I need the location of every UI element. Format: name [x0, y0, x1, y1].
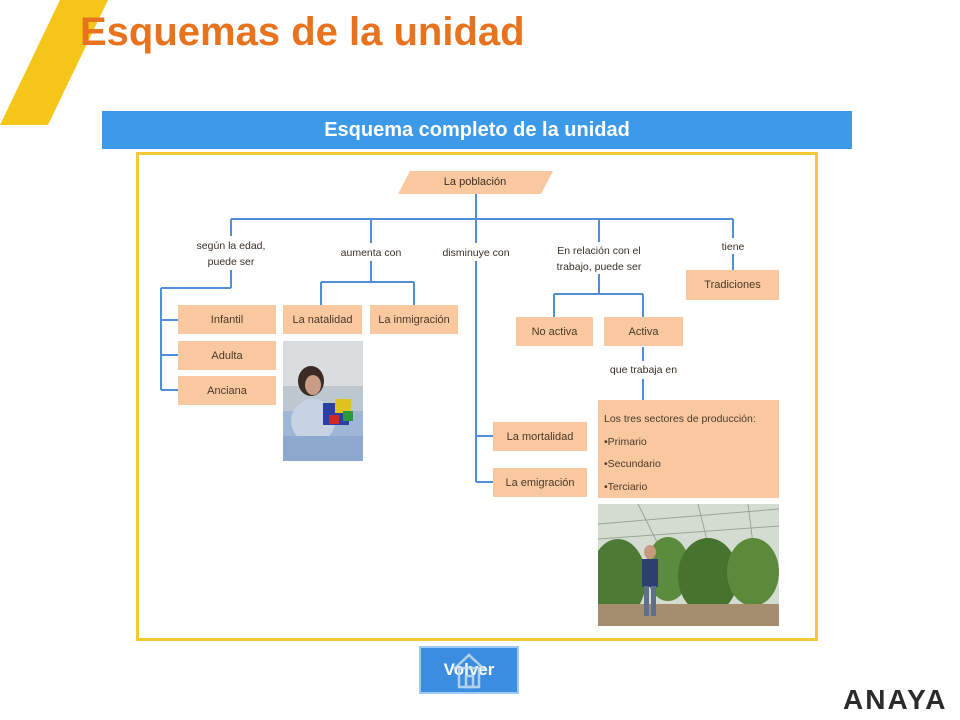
photo-greenhouse-farmer	[598, 504, 779, 626]
section-header-bar: Esquema completo de la unidad	[102, 111, 852, 149]
label-que-trabaja-en: que trabaja en	[609, 364, 678, 376]
node-tradiciones: Tradiciones	[686, 270, 779, 300]
decorative-banner-shape	[0, 0, 108, 125]
section-title: Esquema completo de la unidad	[324, 118, 630, 141]
node-no-activa: No activa	[516, 317, 593, 346]
branch-label-edad: según la edad, puede ser	[196, 240, 266, 268]
publisher-logo: ANAYA	[843, 684, 948, 715]
node-natalidad: La natalidad	[283, 305, 362, 334]
sector-secundario: •Secundario	[604, 458, 661, 470]
home-icon	[453, 653, 485, 689]
node-infantil: Infantil	[178, 305, 276, 334]
branch-label-trabajo: En relación con el trabajo, puede ser	[556, 245, 642, 273]
root-node: La población	[443, 176, 507, 188]
root-node-shape	[398, 171, 553, 194]
page-title: Esquemas de la unidad	[80, 10, 525, 54]
node-activa: Activa	[604, 317, 683, 346]
branch-label-aumenta: aumenta con	[340, 247, 402, 259]
diagram-frame	[136, 152, 818, 641]
sectores-title: Los tres sectores de producción:	[604, 413, 756, 425]
node-mortalidad: La mortalidad	[493, 422, 587, 451]
back-button-label: Volver	[443, 660, 495, 679]
node-emigracion: La emigración	[493, 468, 587, 497]
branch-label-tiene: tiene	[721, 241, 745, 253]
node-adulta: Adulta	[178, 341, 276, 370]
node-sectores-produccion: Los tres sectores de producción: •Primar…	[598, 400, 779, 498]
photo-woman-knitting	[283, 341, 363, 461]
node-anciana: Anciana	[178, 376, 276, 405]
sector-terciario: •Terciario	[604, 480, 648, 493]
branch-label-disminuye: disminuye con	[442, 247, 510, 259]
node-inmigracion: La inmigración	[370, 305, 458, 334]
sector-primario: •Primario	[604, 435, 647, 448]
